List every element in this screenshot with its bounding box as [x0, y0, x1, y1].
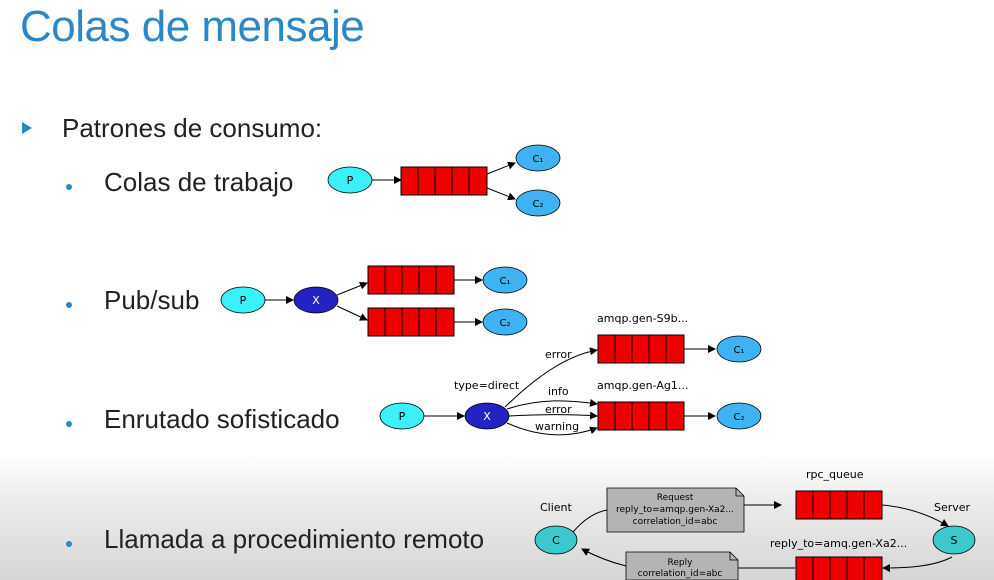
bullet-dot-icon	[66, 302, 72, 308]
consumer-node	[482, 266, 528, 294]
server-node	[932, 525, 976, 555]
consumer-label: C₁	[734, 345, 745, 356]
client-node	[534, 525, 578, 555]
queue-box	[367, 265, 455, 295]
consumer-node	[482, 308, 528, 336]
consumer-label: C₂	[734, 412, 745, 423]
request-note: Request reply_to=amqp.gen-Xa2... correla…	[606, 487, 745, 533]
queue-name-label: amqp.gen-S9b...	[597, 312, 688, 325]
queue-box	[597, 334, 685, 364]
consumer-node	[515, 144, 561, 172]
queue-box	[795, 490, 883, 520]
item-colas-de-trabajo: Colas de trabajo	[104, 167, 294, 197]
exchange-node	[293, 286, 339, 314]
item-rpc: Llamada a procedimiento remoto	[104, 524, 485, 554]
exchange-label: X	[483, 410, 491, 423]
reply-correlation: correlation_id=abc	[638, 569, 723, 579]
exchange-type-label: type=direct	[454, 379, 520, 392]
client-label: Client	[540, 501, 573, 514]
diagram-routing: type=direct amqp.gen-S9b... amqp.gen-Ag1…	[379, 312, 762, 436]
exchange-label: X	[312, 294, 320, 307]
reply-note: Reply correlation_id=abc	[625, 551, 739, 580]
producer-node	[327, 166, 373, 194]
route-key-label: error	[545, 348, 572, 361]
route-key-label: error	[545, 403, 572, 416]
producer-label: P	[399, 410, 406, 423]
consumer-node	[515, 189, 561, 217]
queue-box	[597, 401, 685, 431]
reply-title: Reply	[668, 558, 694, 568]
route-key-label: info	[548, 385, 569, 398]
diagram-pub-sub: P X C₁ C₂	[220, 265, 528, 337]
queue-name-label: amqp.gen-Ag1...	[597, 379, 688, 392]
reply-queue-label: reply_to=amq.gen-Xa2...	[770, 537, 907, 550]
consumer-node	[716, 335, 762, 363]
producer-label: P	[347, 174, 354, 187]
request-reply-to: reply_to=amqp.gen-Xa2...	[616, 505, 734, 515]
exchange-node	[464, 402, 510, 430]
slide-title: Colas de mensaje	[20, 2, 365, 51]
diagram-work-queue: P C₁ C₂	[327, 144, 561, 217]
queue-box	[367, 307, 455, 337]
item-enrutado: Enrutado sofisticado	[104, 404, 340, 434]
triangle-bullet-icon	[22, 122, 32, 134]
consumer-label: C₂	[500, 318, 511, 329]
request-title: Request	[657, 493, 694, 503]
consumer-node	[716, 402, 762, 430]
bullet-dot-icon	[66, 421, 72, 427]
client-node-label: C	[552, 534, 560, 547]
bullet-dot-icon	[66, 184, 72, 190]
rpc-queue-label: rpc_queue	[806, 468, 864, 481]
consumer-label: C₁	[500, 276, 511, 287]
server-label: Server	[934, 501, 971, 514]
section-heading: Patrones de consumo:	[62, 113, 323, 143]
queue-box	[795, 556, 883, 580]
producer-node	[379, 402, 425, 430]
diagram-rpc: Client Server rpc_queue reply_to=amq.gen…	[534, 468, 976, 580]
request-correlation: correlation_id=abc	[633, 517, 718, 527]
queue-box	[400, 166, 488, 196]
server-node-label: S	[951, 534, 958, 547]
producer-label: P	[240, 294, 247, 307]
route-key-label: warning	[535, 420, 579, 433]
bullet-dot-icon	[66, 541, 72, 547]
consumer-label: C₂	[533, 199, 544, 210]
item-pub-sub: Pub/sub	[104, 285, 200, 315]
producer-node	[220, 286, 266, 314]
consumer-label: C₁	[533, 154, 544, 165]
